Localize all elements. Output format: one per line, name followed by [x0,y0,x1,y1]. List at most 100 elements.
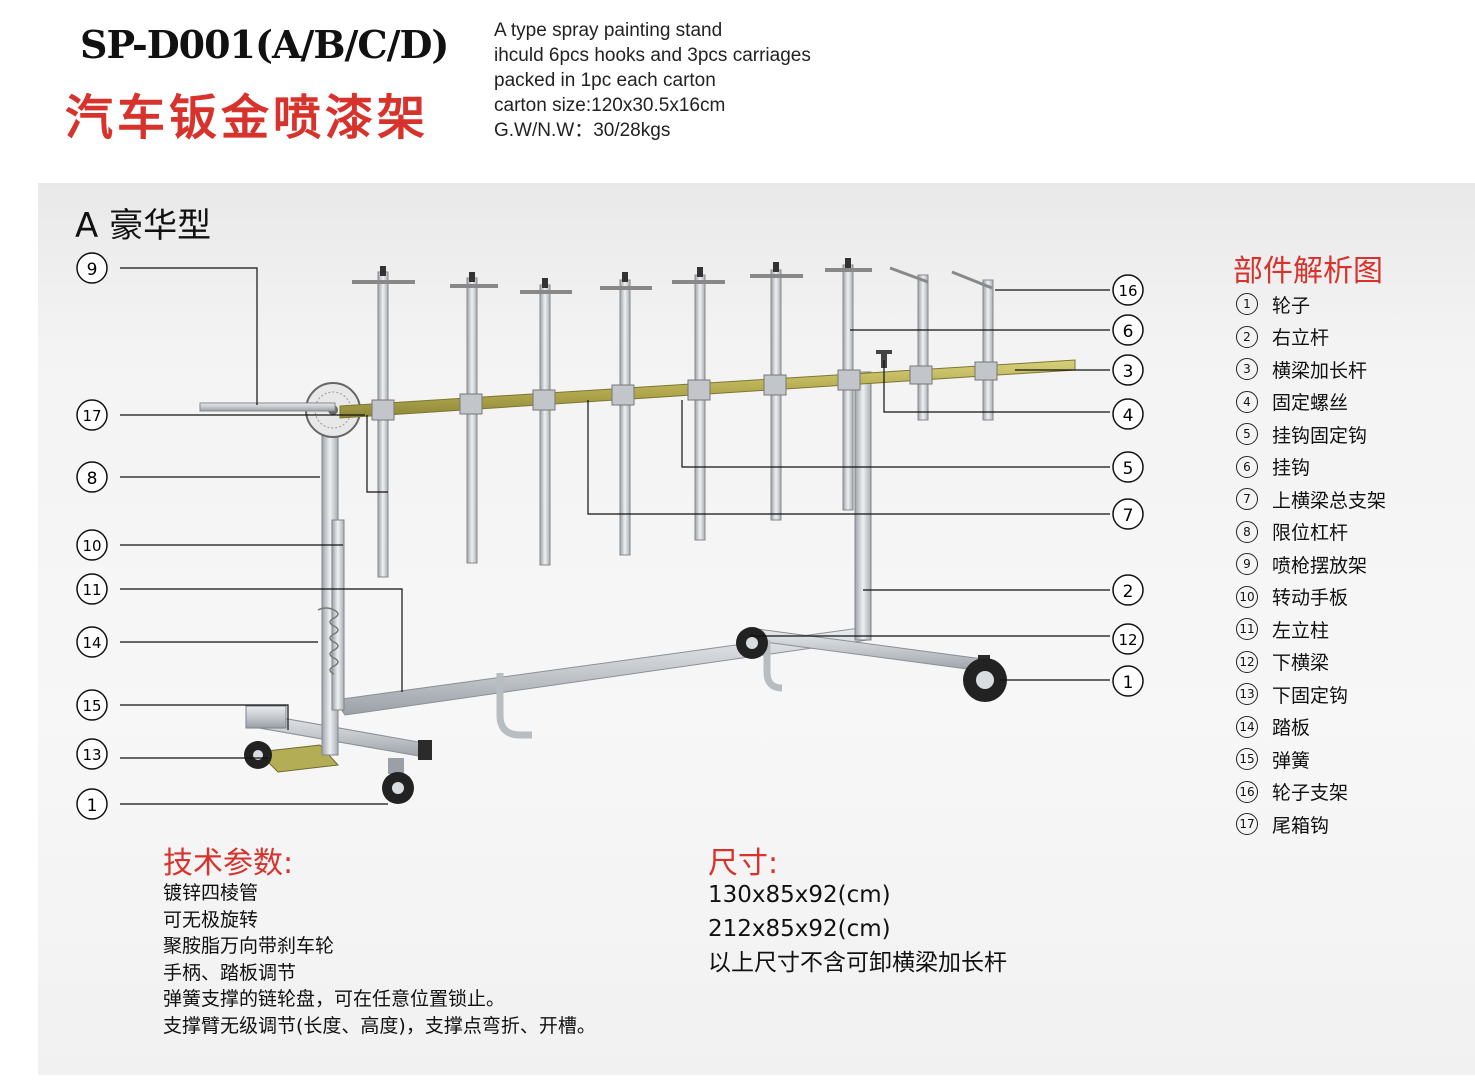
part-label: 挂钩固定钩 [1272,424,1368,447]
part-number: 7 [1236,488,1258,511]
part-label: 弹簧 [1272,749,1311,772]
svg-text:11: 11 [82,581,101,599]
hooks [352,258,994,578]
tech-params-list: 镀锌四棱管 可无极旋转 聚胺脂万向带刹车轮 手柄、踏板调节 弹簧支撑的链轮盘，可… [163,880,596,1039]
part-label: 横梁加长杆 [1272,359,1368,382]
callout: 12 [1112,623,1144,655]
list-item: 6 挂钩 [1236,451,1386,484]
svg-text:1: 1 [87,796,98,816]
svg-text:15: 15 [82,697,101,715]
callout: 4 [1112,398,1144,430]
svg-text:14: 14 [82,634,101,652]
hook [951,270,994,421]
list-item: 4 固定螺丝 [1236,386,1386,419]
pedal [256,744,340,773]
part-number: 2 [1236,325,1258,348]
spray-gun-rack [199,402,336,412]
svg-text:7: 7 [1123,506,1134,526]
parts-title: 部件解析图 [1233,254,1383,289]
wheel [963,658,1007,702]
list-item: 12 下横梁 [1236,646,1386,679]
spec-line: G.W/N.W：30/28kgs [494,120,671,141]
svg-text:3: 3 [1123,362,1134,382]
svg-text:4: 4 [1123,406,1134,426]
part-number: 9 [1236,553,1258,576]
part-label: 转动手板 [1272,587,1349,610]
part-label: 轮子支架 [1272,782,1349,805]
callout: 14 [76,626,108,658]
part-number: 4 [1236,390,1258,413]
tech-line: 手柄、踏板调节 [163,961,297,984]
list-item: 3 横梁加长杆 [1236,353,1386,386]
size-line: 130x85x92(cm) [708,882,891,908]
part-number: 8 [1236,520,1258,543]
hook [672,267,725,541]
part-label: 踏板 [1272,717,1311,740]
right-callouts: 16 6 3 4 5 7 2 12 1 [1112,274,1144,697]
tech-line: 支撑臂无级调节(长度、高度)，支撑点弯折、开槽。 [163,1014,596,1037]
size-line: 以上尺寸不含可卸横梁加长杆 [708,950,1007,976]
part-label: 轮子 [1272,294,1311,317]
callout: 15 [76,689,108,721]
size-line: 212x85x92(cm) [708,916,891,942]
part-number: 14 [1236,715,1258,738]
product-title-cn: 汽车钣金喷漆架 [65,90,430,146]
svg-text:6: 6 [1123,322,1134,342]
part-label: 喷枪摆放架 [1272,554,1368,577]
list-item: 1 轮子 [1236,288,1386,321]
hook-clamps [371,361,998,421]
part-number: 1 [1236,293,1258,316]
part-number: 11 [1236,618,1258,641]
callout: 6 [1112,314,1144,346]
callout: 11 [76,573,108,605]
part-label: 固定螺丝 [1272,392,1349,415]
callout: 3 [1112,354,1144,386]
callout-leaders [120,267,1110,805]
size-title: 尺寸: [708,846,779,881]
list-item: 11 左立柱 [1236,613,1386,646]
hook [352,266,415,578]
wheel [382,758,414,804]
part-number: 6 [1236,455,1258,478]
hook [520,278,572,566]
part-label: 下横梁 [1272,652,1330,675]
hook [600,272,652,556]
svg-text:9: 9 [87,260,98,280]
svg-text:13: 13 [82,746,101,764]
svg-text:1: 1 [1123,673,1134,693]
callout: 5 [1112,451,1144,483]
callout: 16 [1112,274,1144,306]
tech-params-title: 技术参数: [163,846,294,881]
tech-line: 弹簧支撑的链轮盘，可在任意位置锁止。 [163,988,506,1010]
part-number: 3 [1236,358,1258,381]
tech-line: 可无极旋转 [163,908,259,931]
size-list: 130x85x92(cm) 212x85x92(cm) 以上尺寸不含可卸横梁加长… [708,878,1007,980]
callout: 7 [1112,498,1144,530]
tech-line: 聚胺脂万向带刹车轮 [163,935,335,957]
part-label: 限位杠杆 [1272,522,1349,545]
part-label: 挂钩 [1272,457,1311,480]
part-number: 12 [1236,650,1258,673]
callout: 13 [76,738,108,770]
svg-text:10: 10 [82,537,101,555]
left-callouts: 9 17 8 10 11 14 15 13 1 [76,252,108,820]
list-item: 14 踏板 [1236,711,1386,744]
spec-line: packed in 1pc each carton [494,70,716,91]
part-label: 下固定钩 [1272,684,1349,707]
callout: 2 [1112,574,1144,606]
list-item: 8 限位杠杆 [1236,516,1386,549]
hook [889,266,929,421]
part-number: 13 [1236,683,1258,706]
base-frame [247,627,991,760]
hook [450,272,498,564]
part-label: 左立柱 [1272,619,1330,642]
spec-line: carton size:120x30.5x16cm [494,95,726,116]
wheel [736,627,768,659]
callout: 8 [76,461,108,493]
